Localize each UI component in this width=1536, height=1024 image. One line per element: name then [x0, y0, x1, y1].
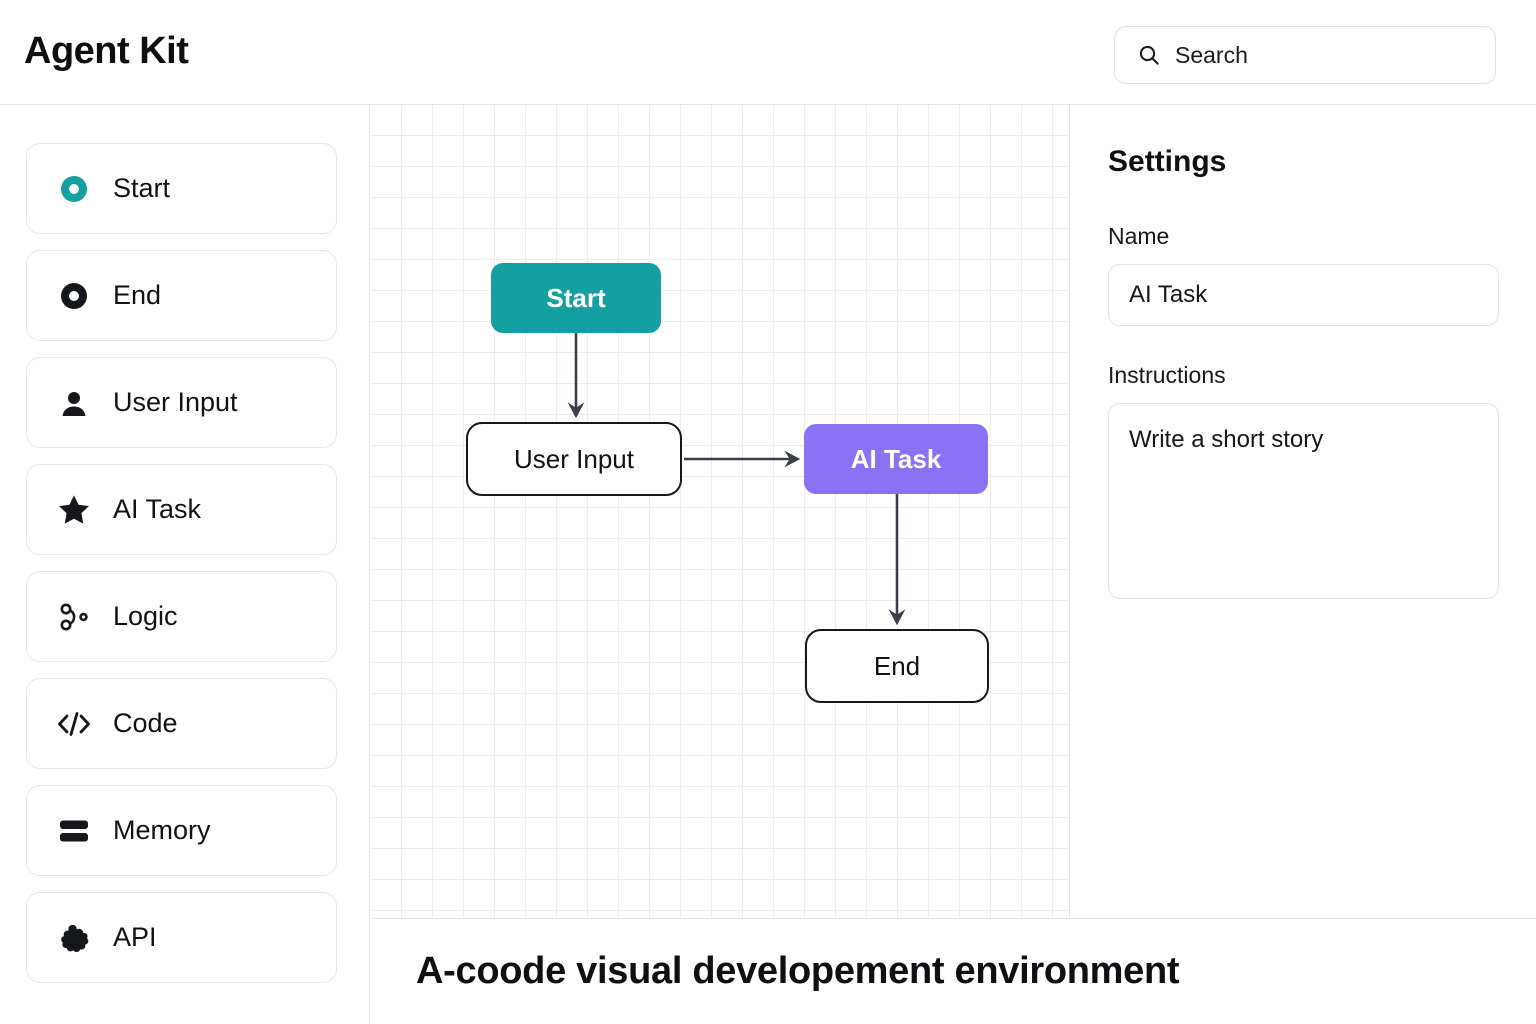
canvas-node-label: User Input	[514, 443, 634, 474]
palette-item-label: User Input	[113, 387, 238, 417]
canvas-node-start[interactable]: Start	[491, 263, 661, 333]
canvas-node-user-input[interactable]: User Input	[466, 422, 682, 496]
palette-item-label: Code	[113, 708, 178, 738]
instructions-field[interactable]: Write a short story	[1108, 403, 1499, 599]
canvas-node-label: End	[873, 650, 921, 681]
palette-item-ai-task[interactable]: AI Task	[26, 464, 337, 555]
flow-connectors	[567, 333, 906, 626]
search-icon	[1137, 43, 1161, 67]
palette-item-end[interactable]: End	[26, 250, 337, 341]
person-icon	[57, 386, 91, 420]
canvas-node-end[interactable]: End	[805, 629, 989, 703]
caption-text: A-coode visual developement environment	[416, 950, 1180, 992]
page-title: Agent Kit	[24, 30, 189, 72]
flow-canvas[interactable]: Start User Input AI Task End	[371, 105, 1068, 918]
palette-item-label: Start	[113, 173, 171, 203]
palette-item-label: Logic	[113, 601, 178, 631]
star-icon	[57, 493, 91, 527]
palette-item-user-input[interactable]: User Input	[26, 357, 337, 448]
palette-item-api[interactable]: API	[26, 892, 337, 983]
search-input[interactable]: Search	[1114, 26, 1496, 84]
palette-item-label: API	[113, 922, 157, 952]
palette-item-label: End	[113, 280, 162, 310]
circle-dot-icon	[57, 279, 91, 313]
canvas-node-ai-task[interactable]: AI Task	[804, 424, 988, 494]
circle-dot-teal-icon	[57, 172, 91, 206]
palette-item-logic[interactable]: Logic	[26, 571, 337, 662]
palette-item-label: Memory	[113, 815, 211, 845]
palette-item-code[interactable]: Code	[26, 678, 337, 769]
canvas-node-label: Start	[546, 282, 606, 313]
search-placeholder-text: Search	[1175, 41, 1248, 68]
palette-item-label: AI Task	[113, 494, 202, 524]
branch-icon	[57, 600, 91, 634]
puzzle-piece-icon	[57, 921, 91, 955]
memory-bars-icon	[57, 814, 91, 848]
app-header: Agent Kit Search	[0, 0, 1536, 105]
settings-title: Settings	[1108, 145, 1227, 178]
instructions-field-label: Instructions	[1108, 362, 1226, 388]
code-brackets-icon	[57, 707, 91, 741]
name-field[interactable]: AI Task	[1108, 264, 1499, 326]
node-palette-sidebar: Start End User Input	[0, 105, 370, 1024]
palette-item-start[interactable]: Start	[26, 143, 337, 234]
caption-strip: A-coode visual developement environment	[371, 918, 1536, 1024]
name-field-label: Name	[1108, 223, 1170, 249]
canvas-node-label: AI Task	[850, 443, 942, 474]
palette-item-memory[interactable]: Memory	[26, 785, 337, 876]
settings-panel: Settings Name AI Task Instructions Write…	[1069, 105, 1536, 918]
